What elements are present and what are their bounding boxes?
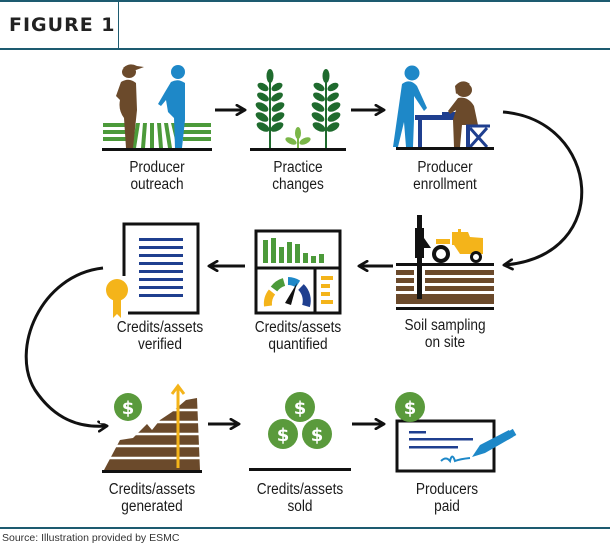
flow-arrow-curved: [24, 266, 106, 426]
label-line: on site: [424, 334, 466, 351]
step-label-producers-paid: Producers paid: [394, 481, 500, 515]
label-line: Credits/assets: [254, 319, 342, 336]
coin-icon: [395, 392, 425, 422]
step-label-producer-outreach: Producer outreach: [109, 159, 206, 193]
source-caption: Source: Illustration provided by ESMC: [2, 532, 180, 544]
flow-arrow-curved: [503, 110, 584, 265]
label-line: sold: [287, 498, 313, 515]
label-line: Producer: [129, 159, 185, 176]
step-label-practice-changes: Practice changes: [252, 159, 344, 193]
label-line: enrollment: [413, 176, 477, 193]
label-line: Credits/assets: [256, 481, 344, 498]
step-label-credits-quantified: Credits/assets quantified: [245, 319, 351, 353]
dollar-symbol: $: [404, 398, 417, 419]
label-line: generated: [121, 498, 183, 515]
figure-header: FIGURE 1: [0, 0, 610, 50]
figure-title: FIGURE 1: [0, 2, 119, 48]
enrollment-desk-icon: [393, 65, 494, 150]
coin-icon: [114, 393, 142, 421]
label-line: Credits/assets: [108, 481, 196, 498]
label-line: paid: [434, 498, 460, 515]
dollar-symbol: $: [277, 425, 290, 446]
certificate-icon: [106, 222, 200, 318]
dollar-symbol: $: [294, 398, 307, 419]
dollar-symbol: $: [311, 425, 324, 446]
label-line: changes: [272, 176, 324, 193]
label-line: Producers: [415, 481, 479, 498]
label-line: Soil sampling: [404, 317, 486, 334]
label-line: verified: [138, 336, 182, 353]
step-label-credits-sold: Credits/assets sold: [247, 481, 353, 515]
dashboard-icon: [254, 229, 342, 315]
step-label-credits-generated: Credits/assets generated: [99, 481, 205, 515]
pen-icon: [472, 428, 517, 457]
step-label-producer-enrollment: Producer enrollment: [397, 159, 494, 193]
check-signing-icon: $: [395, 392, 517, 473]
label-line: Producer: [417, 159, 473, 176]
footer-divider: [0, 527, 610, 529]
label-line: Credits/assets: [116, 319, 204, 336]
label-line: quantified: [268, 336, 328, 353]
dollar-symbol: $: [122, 398, 135, 419]
label-line: outreach: [130, 176, 184, 193]
coins-stack-icon: $ $ $: [249, 392, 351, 471]
wheat-plants-icon: [250, 69, 346, 151]
coin-icon: [268, 419, 298, 449]
coin-icon: [285, 392, 315, 422]
coin-icon: [302, 419, 332, 449]
label-line: Practice: [273, 159, 323, 176]
step-label-soil-sampling: Soil sampling on site: [392, 317, 498, 351]
people-in-field-icon: [102, 64, 212, 151]
soil-growth-icon: $: [100, 383, 204, 473]
step-label-credits-verified: Credits/assets verified: [107, 319, 213, 353]
soil-tractor-icon: [396, 215, 494, 310]
